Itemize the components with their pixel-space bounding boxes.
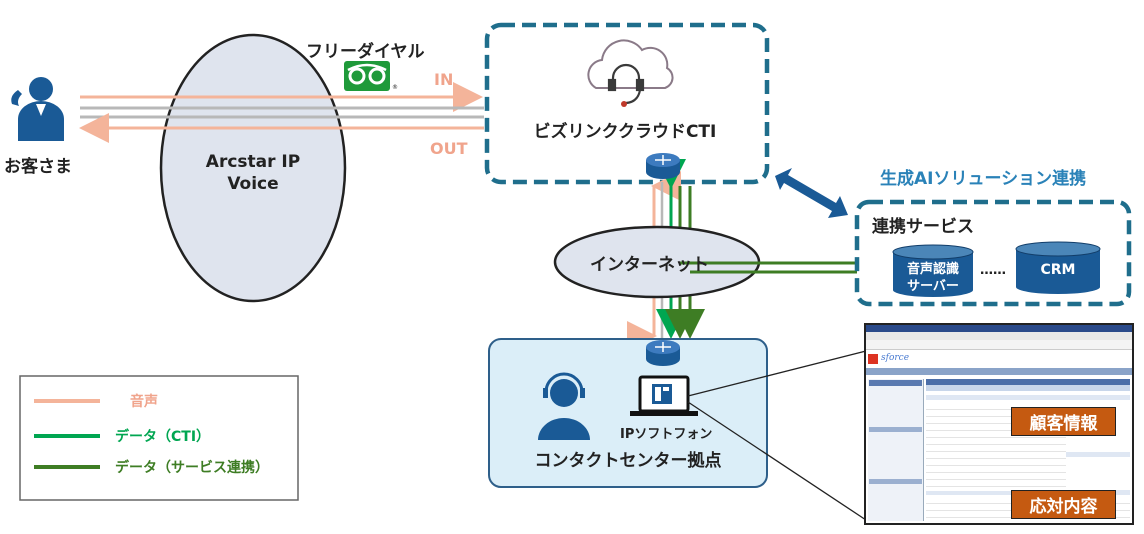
crm-main-subheader [926,385,1130,391]
genai-label: 生成AIソリューション連携 [880,169,1087,189]
router-icon-top [646,153,680,179]
crm-cylinder [1015,241,1101,294]
crm-screenshot: sforce 顧客情報 応対内容 [864,323,1134,525]
customer-info-badge: 顧客情報 [1011,407,1116,436]
crm-label: CRM [1040,262,1076,278]
crm-addressbar [866,340,1132,350]
voice-server-line1: 音声認識 [906,262,959,277]
crm-logo: sforce [868,352,914,366]
router-icon-bottom [646,340,680,366]
headset-icon [607,63,645,107]
customer-icon [11,77,64,141]
arcstar-label-line1: Arcstar IP [205,152,301,172]
genai-double-arrow [775,168,848,218]
crm-sidebar-header-2 [869,427,922,432]
ellipsis-dots: …… [980,263,1006,278]
cloud-icon [587,39,674,89]
freedial-icon [344,61,390,91]
crm-sidebar [868,379,924,521]
legend-voice-label: 音声 [130,394,158,410]
response-badge: 応対内容 [1011,490,1116,519]
crm-sidebar-header [869,380,922,386]
internet-label: インターネット [590,255,709,275]
in-label: IN [434,70,454,89]
freedial-mark: ® [392,84,398,91]
voice-server-cylinder [892,244,974,297]
crm-titlebar [866,325,1132,332]
freedial-label: フリーダイヤル [306,42,425,62]
customer-label: お客さま [4,157,72,177]
crm-tabs [866,368,1132,375]
arcstar-network [159,33,347,303]
out-label: OUT [430,139,468,158]
customer-info-label: 顧客情報 [1029,414,1098,434]
voice-server-line2: サーバー [907,279,959,294]
link-service-title: 連携サービス [872,217,974,237]
laptop-icon [630,375,698,416]
crm-main-section-1 [926,395,1130,400]
arcstar-label-line2: Voice [227,174,279,194]
crm-main-header [926,379,1130,385]
callout-line-1 [687,350,867,397]
contact-center-label: コンタクトセンター拠点 [534,451,722,471]
ip-phone-label: IPソフトフォン [620,427,713,442]
response-label: 応対内容 [1029,497,1098,517]
cloud-cti-label: ビズリンククラウドCTI [533,122,717,142]
crm-sidebar-header-3 [869,479,922,484]
operator-icon [538,372,590,440]
callout-line-2 [687,401,867,521]
legend-cti-label: データ（CTI） [115,429,211,445]
legend-service-label: データ（サービス連携） [115,460,269,476]
